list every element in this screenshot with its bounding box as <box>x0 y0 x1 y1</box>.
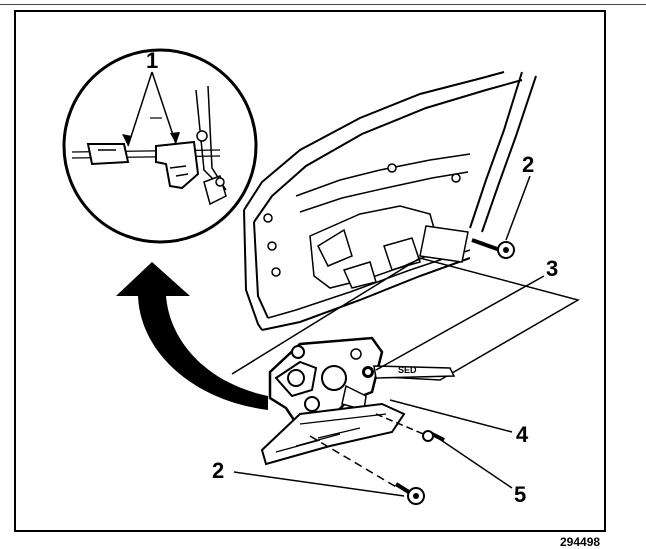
latch-assembly <box>260 336 406 466</box>
callout-1: 1 <box>146 48 159 73</box>
lower-bolt-5 <box>375 413 445 442</box>
callout-2-lower: 2 <box>212 458 225 483</box>
figure-border <box>14 10 606 532</box>
callout-3: 3 <box>546 256 559 281</box>
callout-4: 4 <box>516 422 529 447</box>
lower-bolt-2 <box>309 435 425 505</box>
figure-number: 294498 <box>560 535 601 549</box>
callout-leaders <box>233 175 545 497</box>
door-assembly <box>243 71 537 331</box>
top-rule <box>0 4 646 5</box>
upper-bolt <box>471 238 515 259</box>
detail-inset <box>62 48 258 244</box>
callout-1-leaders <box>122 71 180 147</box>
callout-2-upper: 2 <box>522 152 535 177</box>
fastener-3 <box>362 366 374 378</box>
sed-label: SED <box>398 365 417 375</box>
latch-template-plane <box>231 257 580 381</box>
sed-cable <box>373 365 456 379</box>
curved-direction-arrow <box>116 262 268 410</box>
callout-5: 5 <box>514 482 527 507</box>
